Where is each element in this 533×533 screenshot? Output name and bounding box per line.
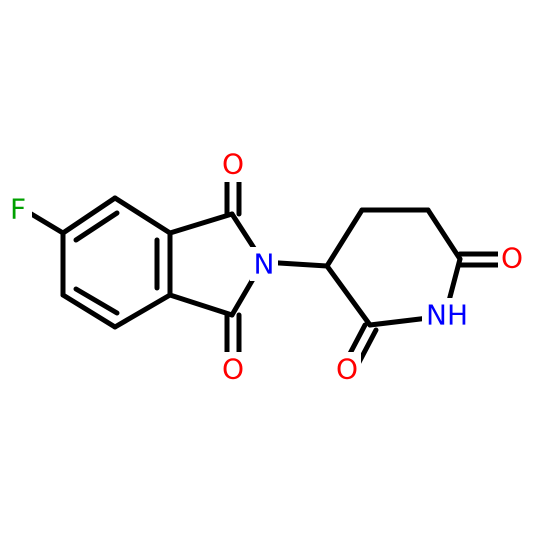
fluorine-atom: F xyxy=(10,193,26,226)
bond xyxy=(112,292,173,330)
bond xyxy=(167,211,235,236)
bond xyxy=(167,292,235,318)
amide-nh-group: NH xyxy=(426,299,468,332)
oxygen-atom: O xyxy=(222,148,244,181)
bond xyxy=(112,195,173,236)
bond xyxy=(324,263,373,328)
bond xyxy=(60,292,118,330)
bond xyxy=(425,207,463,262)
bond xyxy=(73,210,120,243)
bond xyxy=(324,207,365,269)
bond xyxy=(60,195,118,236)
atom-labels: F O O N O O NH xyxy=(6,148,526,386)
oxygen-atom: O xyxy=(222,353,244,386)
nitrogen-atom: N xyxy=(254,248,275,281)
bond xyxy=(73,286,120,316)
bond xyxy=(25,209,66,236)
oxygen-atom: O xyxy=(501,242,523,275)
oxygen-atom: O xyxy=(336,353,358,386)
